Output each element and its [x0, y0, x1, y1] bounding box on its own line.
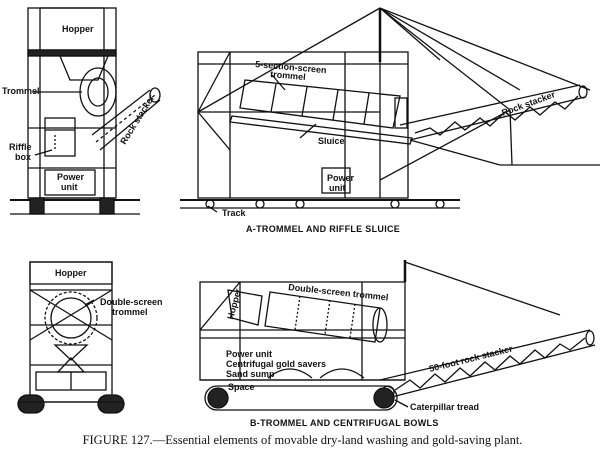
b-side-bowl-2	[319, 368, 365, 379]
b-side-rock-stacker	[379, 329, 596, 399]
label-a-rock-stacker-left: Rock stacker	[118, 93, 156, 146]
label-b-double-screen-front-1: Double-screen	[100, 297, 163, 307]
diagram-a-side-view	[180, 7, 600, 209]
label-a-hopper: Hopper	[62, 24, 94, 34]
a-front-riffle-box	[44, 117, 76, 157]
label-a-side-power-unit-1: Power	[327, 173, 355, 183]
label-b-space: Space	[228, 382, 255, 392]
b-front-tread-right	[97, 394, 125, 414]
diagram-b-front-view	[17, 261, 125, 414]
label-b-caterpillar: Caterpillar tread	[410, 402, 479, 412]
caption-a: A-TROMMEL AND RIFFLE SLUICE	[246, 224, 400, 234]
b-side-caterpillar-tread	[204, 385, 398, 411]
b-side-trommel	[264, 291, 388, 343]
label-b-centrifugal: Centrifugal gold savers	[226, 359, 326, 369]
label-a-track: Track	[222, 208, 247, 218]
a-front-hopper	[59, 55, 109, 81]
label-a-trommel: Trommel	[2, 86, 40, 96]
b-side-hopper	[227, 289, 263, 326]
figure-caption: FIGURE 127.—Essential elements of movabl…	[82, 433, 523, 447]
a-side-sluice	[229, 115, 413, 145]
label-a-riffle-box-2: box	[15, 152, 31, 162]
a-front-power-unit	[44, 169, 96, 196]
label-a-screen-trommel-2: trommel	[270, 69, 306, 82]
a-side-track	[180, 199, 460, 209]
a-front-trommel	[79, 67, 117, 117]
diagram-a-front-view	[10, 7, 161, 215]
a-side-rock-stacker	[379, 84, 600, 181]
a-side-power-unit	[321, 167, 351, 194]
label-b-power-unit: Power unit	[226, 349, 272, 359]
label-a-sluice: Sluice	[318, 136, 345, 146]
label-a-rock-stacker-right: Rock stacker	[500, 89, 557, 118]
a-side-trommel	[239, 79, 408, 129]
label-a-riffle-box-1: Riffle	[9, 142, 32, 152]
diagram-b-side-view	[199, 260, 596, 411]
b-front-tread-left	[17, 394, 45, 414]
label-b-double-screen-side: Double-screen trommel	[288, 282, 389, 302]
b-front-trommel	[44, 291, 98, 345]
b-side-bowl-1	[267, 368, 313, 379]
label-b-double-screen-front-2: trommel	[112, 307, 148, 317]
label-a-power-unit-2: unit	[61, 182, 78, 192]
label-a-power-unit-1: Power	[57, 172, 85, 182]
caption-b: B-TROMMEL AND CENTRIFUGAL BOWLS	[250, 418, 439, 428]
label-b-hopper-front: Hopper	[55, 268, 87, 278]
label-b-sand-sump: Sand sump	[226, 369, 275, 379]
a-front-rock-stacker	[91, 87, 161, 151]
label-a-side-power-unit-2: unit	[329, 183, 346, 193]
